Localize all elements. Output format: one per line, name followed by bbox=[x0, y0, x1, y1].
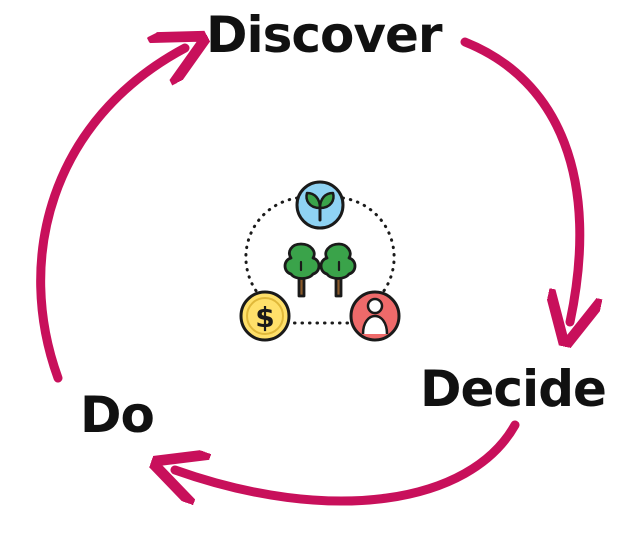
arrow-decide-to-do bbox=[175, 420, 520, 506]
sustainability-cycle-icon: $ bbox=[239, 180, 401, 342]
step-label-do: Do bbox=[80, 386, 155, 444]
arrow-discover-to-decide bbox=[460, 37, 580, 322]
step-label-decide: Decide bbox=[420, 360, 607, 418]
trees-icon bbox=[283, 242, 357, 298]
dollar-coin-icon: $ bbox=[239, 290, 291, 342]
svg-text:$: $ bbox=[255, 301, 274, 334]
dotted-connectors bbox=[244, 196, 396, 325]
sprout-icon bbox=[295, 180, 345, 230]
arrow-do-to-discover bbox=[36, 48, 185, 383]
person-icon bbox=[349, 290, 401, 342]
step-label-discover: Discover bbox=[206, 6, 443, 64]
